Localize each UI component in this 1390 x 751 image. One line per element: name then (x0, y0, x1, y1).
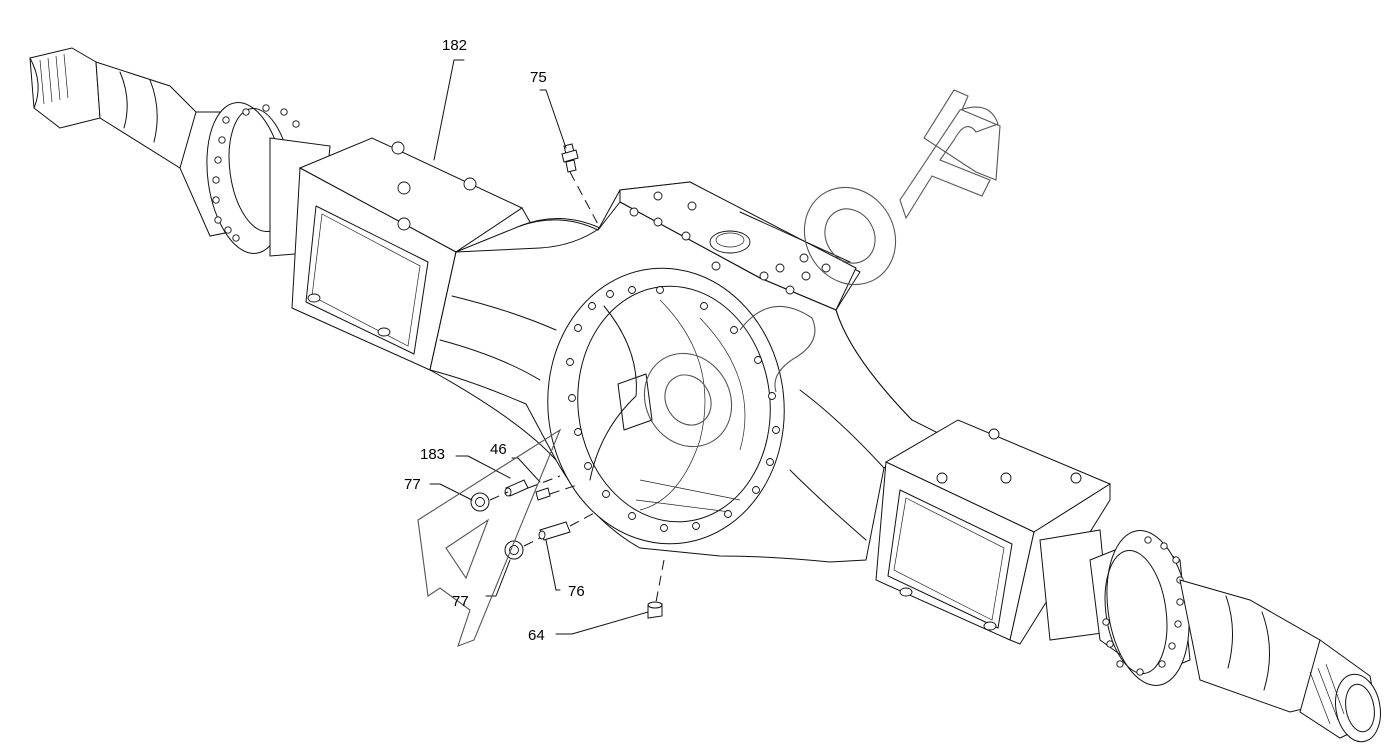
label-76: 76 (568, 583, 585, 600)
part-64-plug (647, 601, 663, 619)
label-64: 64 (528, 627, 545, 644)
part-75-breather (561, 143, 579, 173)
label-77-upper: 77 (404, 476, 421, 493)
left-hub-bolt-holes (212, 104, 300, 242)
label-182: 182 (442, 37, 467, 54)
leader-lines (429, 59, 649, 635)
callout-labels: 182 75 183 46 77 77 76 64 (404, 37, 585, 644)
left-spindle (29, 47, 331, 257)
part-46-pin (535, 487, 551, 501)
part-77-nut-lower (504, 540, 524, 560)
top-pad-bolt-holes (629, 191, 831, 295)
right-hub-bolt-holes (1102, 536, 1184, 676)
label-77-lower: 77 (452, 593, 469, 610)
assembly-lines (489, 171, 665, 603)
carrier-flange (547, 267, 785, 545)
carrier-bolt-holes (566, 286, 780, 532)
right-spindle (1039, 529, 1381, 743)
part-77-nut-upper (470, 492, 490, 512)
label-46: 46 (490, 441, 507, 458)
watermark (417, 89, 1001, 647)
part-183-stud (504, 479, 529, 497)
part-76-stud (538, 521, 571, 541)
label-75: 75 (530, 69, 547, 86)
label-183: 183 (420, 446, 445, 463)
